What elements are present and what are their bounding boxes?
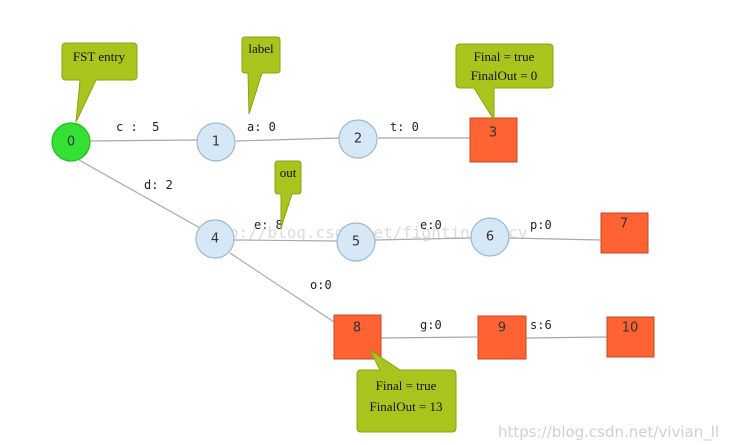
node-6-label: 6 xyxy=(486,230,494,245)
node-10-label: 10 xyxy=(622,321,639,336)
edge-6-7 xyxy=(508,237,602,241)
edge-4-8 xyxy=(229,252,335,323)
callout-final-top-line1: Final = true xyxy=(474,49,535,64)
edge-labels: c : 5 a: 0 t: 0 d: 2 e: 8 e:0 p:0 o:0 g:… xyxy=(116,120,552,332)
callout-out-text: out xyxy=(280,165,297,180)
callout-final-top: Final = true FinalOut = 0 xyxy=(455,43,554,122)
edge-label-4-5: e: 8 xyxy=(254,218,283,232)
edge-9-10 xyxy=(525,336,608,339)
node-0-label: 0 xyxy=(67,135,75,150)
node-5-label: 5 xyxy=(352,235,360,250)
callout-fst-entry: FST entry xyxy=(61,42,138,123)
node-4[interactable]: 4 xyxy=(195,219,235,259)
watermark-footer: https://blog.csdn.net/vivian_ll xyxy=(498,423,719,442)
edge-label-9-10: s:6 xyxy=(530,318,552,332)
edge-label-2-3: t: 0 xyxy=(390,120,419,134)
edge-1-2 xyxy=(235,137,340,142)
edge-4-5 xyxy=(233,239,338,242)
node-1[interactable]: 1 xyxy=(196,122,236,162)
edge-label-8-9: g:0 xyxy=(420,318,442,332)
node-7[interactable]: 7 xyxy=(600,212,649,254)
edge-0-1 xyxy=(89,139,198,142)
edges xyxy=(78,137,608,339)
callout-label: label xyxy=(241,36,281,115)
callout-final-bottom-line2: FinalOut = 13 xyxy=(369,399,442,414)
node-8-label: 8 xyxy=(353,321,361,336)
callout-final-bottom: Final = true FinalOut = 13 xyxy=(356,348,457,433)
node-0[interactable]: 0 xyxy=(51,122,91,162)
node-9-label: 9 xyxy=(498,321,506,336)
callout-fst-entry-text: FST entry xyxy=(73,49,126,64)
node-2-label: 2 xyxy=(354,132,362,147)
edge-label-1-2: a: 0 xyxy=(247,120,276,134)
node-4-label: 4 xyxy=(211,232,219,247)
edge-label-0-1: c : 5 xyxy=(116,120,159,134)
edge-label-0-4: d: 2 xyxy=(144,178,173,192)
callout-final-bottom-line1: Final = true xyxy=(376,378,437,393)
edge-label-5-6: e:0 xyxy=(420,218,442,232)
node-3-label: 3 xyxy=(489,126,497,141)
node-6[interactable]: 6 xyxy=(470,217,510,257)
node-7-label: 7 xyxy=(620,217,628,232)
node-9[interactable]: 9 xyxy=(477,315,527,360)
callout-out: out xyxy=(274,160,302,229)
edge-5-6 xyxy=(374,237,472,241)
edge-label-4-8: o:0 xyxy=(310,278,332,292)
edge-label-6-7: p:0 xyxy=(530,218,552,232)
nodes: 0 1 2 3 4 5 6 7 xyxy=(51,117,655,360)
node-5[interactable]: 5 xyxy=(336,222,376,262)
edge-8-9 xyxy=(380,336,478,339)
node-10[interactable]: 10 xyxy=(606,316,655,358)
callout-final-top-line2: FinalOut = 0 xyxy=(471,68,538,83)
node-2[interactable]: 2 xyxy=(338,119,378,159)
node-1-label: 1 xyxy=(212,135,220,150)
edge-0-4 xyxy=(78,159,201,229)
node-3[interactable]: 3 xyxy=(469,117,518,163)
callout-label-text: label xyxy=(248,41,274,56)
